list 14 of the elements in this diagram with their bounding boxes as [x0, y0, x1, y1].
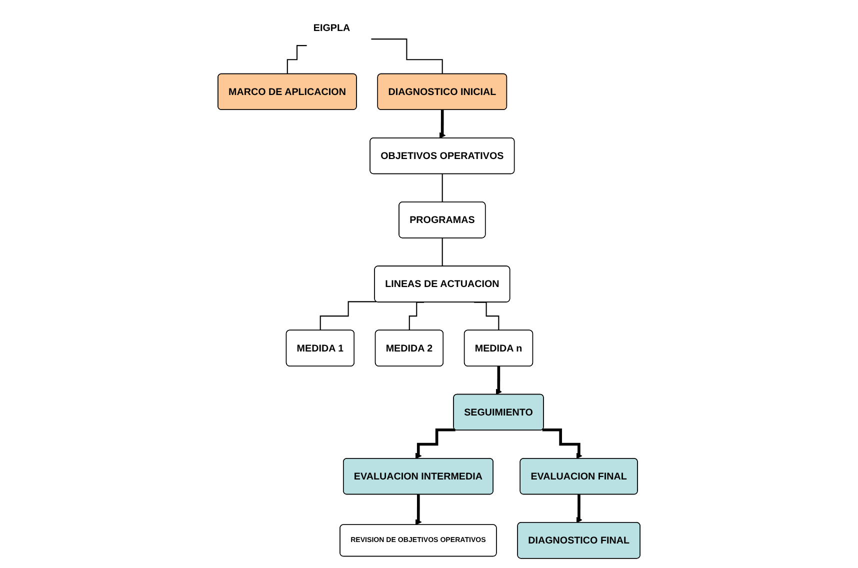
- arrow: [576, 493, 582, 524]
- connector: [320, 301, 376, 332]
- arrow: [415, 428, 456, 459]
- arrow: [415, 493, 422, 526]
- connector: [286, 45, 307, 75]
- arrow: [439, 108, 446, 138]
- connector: [442, 238, 444, 267]
- connector: [408, 302, 424, 332]
- connector: [474, 302, 500, 332]
- arrow: [542, 428, 582, 459]
- node-text: EIGPLA: [313, 22, 350, 33]
- arrow: [496, 365, 502, 395]
- connector: [371, 38, 444, 75]
- connector: [442, 174, 444, 203]
